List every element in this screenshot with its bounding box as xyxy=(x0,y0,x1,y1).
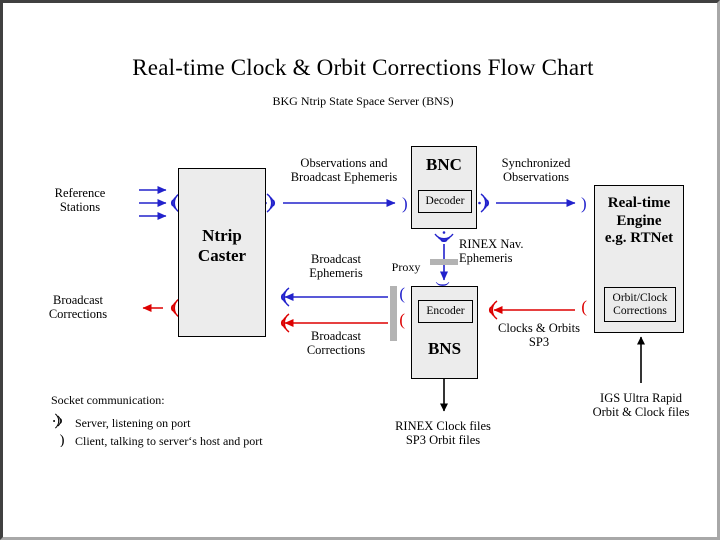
page-subtitle: BKG Ntrip State Space Server (BNS) xyxy=(272,94,454,108)
label-broadcast-corrections-mid: Broadcast Corrections xyxy=(306,329,366,358)
client-icon-bnc-in: ) xyxy=(402,194,408,213)
encoder-box[interactable]: Encoder xyxy=(418,300,473,323)
label-reference-stations: Reference Stations xyxy=(54,186,106,215)
proxy-bar-horizontal xyxy=(430,259,458,265)
bns-box[interactable]: Encoder BNS xyxy=(411,286,478,379)
legend-title: Socket communication: xyxy=(51,393,165,407)
label-broadcast-ephemeris: Broadcast Ephemeris xyxy=(309,252,363,281)
decoder-box[interactable]: Decoder xyxy=(418,190,472,213)
label-observations-broadcast-ephemeris: Observations and Broadcast Ephemeris xyxy=(290,156,398,185)
ntrip-caster-label: Ntrip Caster xyxy=(197,226,247,266)
label-rinex-clock-files: RINEX Clock files SP3 Orbit files xyxy=(395,419,491,448)
server-icon xyxy=(51,413,73,433)
orbit-clock-line1: Orbit/Clock xyxy=(612,291,668,304)
legend-item-server: Server, listening on port xyxy=(51,413,331,433)
legend-server-text: Server, listening on port xyxy=(75,415,191,430)
client-icon-engine-in-obs: ) xyxy=(581,194,587,213)
client-icon-bns-bc-out: ) xyxy=(399,313,405,332)
orbit-clock-corrections-box[interactable]: Orbit/Clock Corrections xyxy=(604,287,676,322)
client-icon-bns-eph-out: ) xyxy=(399,287,405,306)
ntrip-caster-box[interactable]: Ntrip Caster xyxy=(178,168,266,337)
label-igs-ultra-rapid: IGS Ultra Rapid Orbit & Clock files xyxy=(592,391,690,420)
server-icon-caster-eph-out xyxy=(280,287,293,307)
realtime-engine-box[interactable]: Real-time Engine e.g. RTNet Orbit/Clock … xyxy=(594,185,684,333)
arrow-reference-stations xyxy=(139,186,167,220)
bnc-box[interactable]: BNC Decoder xyxy=(411,146,477,229)
legend: Socket communication: Server, listening … xyxy=(51,393,331,450)
legend-client-text: Client, talking to server‘s host and por… xyxy=(75,433,263,448)
label-proxy: Proxy xyxy=(391,260,421,274)
svg-text:): ) xyxy=(59,432,64,447)
bns-label: BNS xyxy=(427,339,462,358)
proxy-bar-vertical xyxy=(390,286,397,341)
bnc-label: BNC xyxy=(426,155,462,174)
label-clocks-orbits: Clocks & Orbits SP3 xyxy=(498,321,580,350)
client-icon-engine-co-out: ) xyxy=(581,300,587,319)
server-icon-bnc-nav-out xyxy=(434,230,454,243)
label-synchronized-observations: Synchronized Observations xyxy=(501,156,571,185)
page-title: Real-time Clock & Orbit Corrections Flow… xyxy=(132,55,594,80)
server-icon-bnc-out xyxy=(477,193,490,213)
orbit-clock-line2: Corrections xyxy=(613,304,667,317)
server-icon-bns-co-in xyxy=(488,300,501,320)
label-rinex-nav-ephemeris: RINEX Nav. Ephemeris xyxy=(459,237,524,266)
client-icon: ) xyxy=(51,431,73,451)
label-broadcast-corrections-left: Broadcast Corrections xyxy=(48,293,108,322)
legend-item-client: ) Client, talking to server‘s host and p… xyxy=(51,432,331,450)
realtime-engine-label: Real-time Engine e.g. RTNet xyxy=(604,195,674,247)
